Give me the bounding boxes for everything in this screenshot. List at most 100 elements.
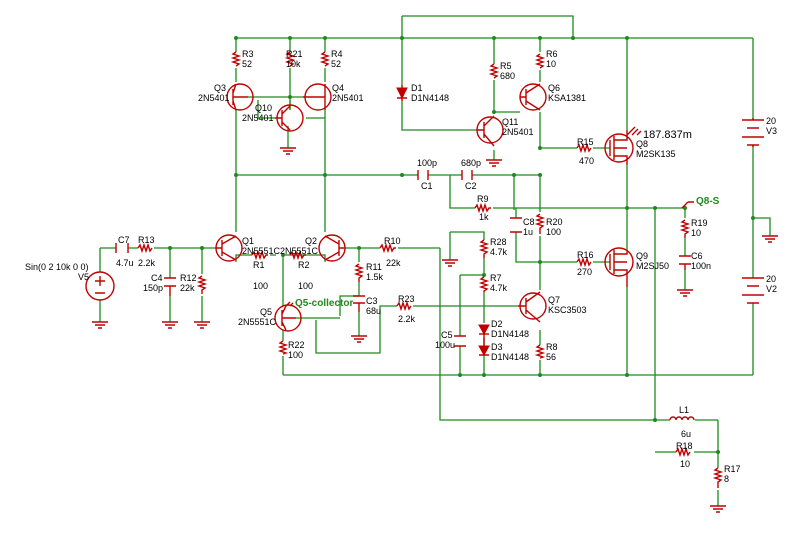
label-r11-ref: R11: [366, 262, 382, 272]
label-r8-value: 56: [546, 352, 556, 362]
label-q1-value: 2N5551C: [242, 246, 281, 256]
label-r5-ref: R5: [500, 61, 512, 71]
label-c4-ref: C4: [151, 273, 163, 283]
transistor-symbols: [215, 83, 547, 332]
net-label-q8-s: Q8-S: [696, 196, 720, 207]
label-c3-value: 68u: [366, 306, 381, 316]
label-r21-ref: R21: [286, 49, 303, 59]
label-r4-ref: R4: [331, 49, 343, 59]
label-r10-value: 22k: [386, 258, 401, 268]
voltage-sources: [85, 118, 764, 304]
label-d1-ref: D1: [411, 83, 423, 93]
current-probe-icon: [626, 126, 642, 136]
label-r21-value: 10k: [286, 59, 301, 69]
junctions: [168, 36, 755, 454]
component-labels: R3 52 R21 10k R4 52 Q3 2N5401 Q4 2N5401 …: [25, 49, 777, 484]
label-r9-ref: R9: [477, 194, 489, 204]
label-q6-value: KSA1381: [548, 93, 586, 103]
label-q8-value: M2SK135: [636, 149, 676, 159]
label-r13-value: 2.2k: [138, 258, 156, 268]
label-q3-ref: Q3: [214, 83, 226, 93]
label-r11-value: 1.5k: [366, 272, 384, 282]
label-r23-ref: R23: [398, 294, 415, 304]
label-v2-ref: V2: [766, 284, 777, 294]
label-r22-value: 100: [288, 350, 303, 360]
label-r3-ref: R3: [242, 49, 254, 59]
label-d2-ref: D2: [491, 319, 503, 329]
label-r17-value: 8: [724, 474, 729, 484]
label-q5-value: 2N5551C: [238, 317, 277, 327]
label-r17-ref: R17: [724, 464, 741, 474]
label-q9-ref: Q9: [636, 251, 648, 261]
q5-probe-icon: [285, 301, 294, 307]
label-q7-ref: Q7: [548, 295, 560, 305]
label-d3-ref: D3: [491, 342, 503, 352]
net-flag-icon: [681, 201, 694, 209]
label-r15-ref: R15: [577, 137, 594, 147]
label-v3-ref: V3: [766, 126, 777, 136]
label-r1-value: 100: [253, 281, 268, 291]
label-r7-ref: R7: [490, 273, 502, 283]
label-l1-value: 6u: [681, 429, 691, 439]
label-v2-value: 20: [766, 274, 776, 284]
label-r16-ref: R16: [577, 250, 594, 260]
label-c2-ref: C2: [465, 181, 477, 191]
label-r7-value: 4.7k: [490, 283, 508, 293]
label-q3-value: 2N5401: [198, 93, 230, 103]
label-c2-value: 680p: [461, 158, 481, 168]
label-q10-ref: Q10: [255, 103, 272, 113]
label-r15-value: 470: [579, 156, 594, 166]
label-r19-ref: R19: [691, 218, 708, 228]
label-c8-value: 1u: [523, 227, 533, 237]
label-r5-value: 680: [500, 71, 515, 81]
mosfet-symbols: [604, 130, 634, 287]
label-r20-ref: R20: [546, 217, 563, 227]
capacitor-symbols: [115, 170, 691, 347]
label-q4-value: 2N5401: [332, 93, 364, 103]
label-r10-ref: R10: [384, 236, 401, 246]
label-v5-ref: V5: [78, 272, 89, 282]
resistor-symbols: [137, 51, 724, 488]
label-c1-ref: C1: [421, 181, 433, 191]
label-c4-value: 150p: [143, 283, 163, 293]
label-q2-value: 2N5551C: [280, 246, 319, 256]
label-q11-ref: Q11: [502, 117, 518, 127]
label-r19-value: 10: [691, 228, 701, 238]
label-d3-value: D1N4148: [491, 352, 529, 362]
label-c8-ref: C8: [523, 217, 535, 227]
probe-q8-current: 187.837m: [643, 129, 692, 141]
label-c7-ref: C7: [118, 235, 130, 245]
label-c6-value: 100n: [691, 261, 711, 271]
label-d2-value: D1N4148: [491, 329, 529, 339]
label-c5-value: 100u: [435, 340, 455, 350]
label-r4-value: 52: [331, 59, 341, 69]
label-r6-value: 10: [546, 59, 556, 69]
label-q6-ref: Q6: [548, 83, 560, 93]
label-r28-ref: R28: [490, 237, 507, 247]
label-r28-value: 4.7k: [490, 247, 508, 257]
label-q8-ref: Q8: [636, 139, 648, 149]
label-q1-ref: Q1: [242, 236, 254, 246]
label-v3-value: 20: [766, 116, 776, 126]
label-r16-value: 270: [577, 267, 592, 277]
label-v5-value: Sin(0 2 10k 0 0): [25, 262, 89, 272]
label-r8-ref: R8: [546, 342, 558, 352]
ground-symbols: [92, 147, 778, 513]
label-r2-ref: R2: [298, 260, 310, 270]
label-c7-value: 4.7u: [116, 258, 134, 268]
label-r9-value: 1k: [479, 212, 489, 222]
label-q9-value: M2SJ50: [636, 261, 669, 271]
label-q11-value: 2N5401: [502, 127, 534, 137]
label-l1-ref: L1: [679, 405, 689, 415]
label-r18-ref: R18: [676, 441, 693, 451]
label-r6-ref: R6: [546, 49, 558, 59]
label-q5-ref: Q5: [260, 307, 272, 317]
label-q10-value: 2N5401: [242, 113, 274, 123]
label-r1-ref: R1: [253, 260, 265, 270]
label-d1-value: D1N4148: [411, 93, 449, 103]
label-r23-value: 2.2k: [398, 314, 416, 324]
label-q7-value: KSC3503: [548, 305, 587, 315]
label-q2-ref: Q2: [305, 236, 317, 246]
label-r2-value: 100: [298, 281, 313, 291]
